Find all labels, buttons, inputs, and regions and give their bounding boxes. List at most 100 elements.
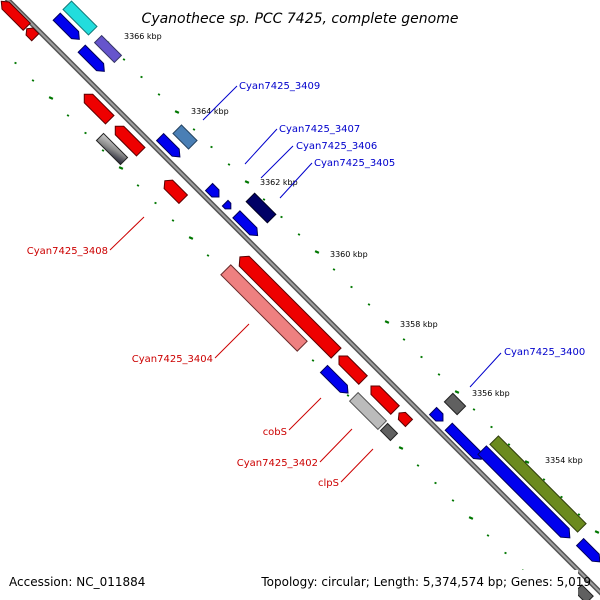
tick-mark (84, 131, 87, 135)
gene-feature[interactable] (335, 352, 368, 385)
gene-label[interactable]: Cyan7425_3409 (239, 81, 320, 92)
tick-mark (311, 359, 315, 362)
gene-feature[interactable] (319, 364, 351, 396)
gene-feature[interactable] (348, 391, 388, 431)
leader-line (244, 128, 278, 165)
tick-mark (468, 516, 474, 520)
tick-mark (398, 446, 404, 450)
gene-feature[interactable] (575, 537, 600, 566)
footer-backdrop (0, 570, 578, 600)
gene-label[interactable]: Cyan7425_3402 (237, 458, 318, 469)
gene-feature[interactable] (80, 90, 115, 125)
tick-label: 3364 kbp (191, 107, 229, 116)
gene-feature[interactable] (111, 122, 146, 157)
tick-mark (280, 215, 283, 219)
gene-feature[interactable] (367, 382, 400, 415)
gene-feature[interactable] (443, 392, 467, 416)
gene-label[interactable]: Cyan7425_3408 (27, 246, 108, 257)
tick-mark (210, 145, 213, 149)
tick-mark (244, 180, 250, 184)
tick-mark (402, 338, 406, 341)
tick-mark (594, 530, 600, 534)
tick-mark (472, 408, 476, 411)
leader-line (109, 216, 145, 251)
gene-feature[interactable] (428, 406, 447, 425)
leader-line (260, 145, 294, 179)
tick-mark (524, 460, 530, 464)
accession-text: Accession: NC_011884 (9, 575, 145, 589)
tick-mark (154, 201, 157, 205)
tick-label: 3360 kbp (330, 250, 368, 259)
gene-feature[interactable] (161, 177, 189, 205)
gene-feature[interactable] (221, 199, 233, 211)
tick-mark (367, 303, 371, 306)
gene-feature[interactable] (172, 124, 198, 150)
tick-mark (206, 254, 210, 257)
tick-mark (157, 93, 161, 96)
leader-line (279, 162, 313, 199)
gene-feature[interactable] (155, 132, 184, 161)
tick-mark (66, 114, 70, 117)
gene-label[interactable]: Cyan7425_3406 (296, 141, 377, 152)
gene-feature[interactable] (396, 410, 414, 428)
gene-feature[interactable] (204, 182, 223, 201)
gene-feature[interactable] (23, 25, 40, 42)
tick-mark (420, 355, 423, 359)
tick-mark (350, 285, 353, 289)
gene-label[interactable]: cobS (263, 427, 287, 438)
tick-mark (434, 481, 437, 485)
tick-mark (31, 79, 35, 82)
tick-mark (486, 534, 490, 537)
tick-mark (332, 268, 336, 271)
map-title: Cyanothece sp. PCC 7425, complete genome (142, 11, 459, 27)
tick-mark (542, 478, 546, 481)
tick-mark (227, 163, 231, 166)
tick-mark (101, 149, 105, 152)
gene-labels: Cyan7425_3409 Cyan7425_3407 Cyan7425_340… (27, 81, 586, 489)
tick-mark (346, 394, 350, 397)
tick-label: 3354 kbp (545, 456, 583, 465)
gene-feature[interactable] (77, 44, 108, 75)
gene-feature[interactable] (95, 132, 129, 166)
gene-feature[interactable] (232, 210, 261, 239)
gene-feature[interactable] (245, 192, 277, 224)
tick-mark (560, 495, 563, 499)
tick-label: 3366 kbp (124, 32, 162, 41)
tick-label: 3356 kbp (472, 389, 510, 398)
gene-feature[interactable] (0, 0, 31, 31)
gene-label[interactable]: Cyan7425_3405 (314, 158, 395, 169)
gene-feature[interactable] (52, 12, 83, 43)
tick-labels: 3366 kbp 3364 kbp 3362 kbp 3360 kbp 3358… (124, 32, 583, 465)
gene-feature[interactable] (220, 264, 308, 352)
leader-line (288, 397, 322, 431)
leader-line (319, 428, 353, 463)
gene-feature[interactable] (93, 34, 123, 64)
leader-line (340, 448, 374, 483)
gene-feature[interactable] (444, 422, 485, 463)
tick-mark (314, 250, 320, 254)
gene-label[interactable]: Cyan7425_3404 (132, 354, 213, 365)
gene-feature[interactable] (379, 422, 399, 442)
gene-label[interactable]: Cyan7425_3407 (279, 124, 360, 135)
genome-summary-text: Topology: circular; Length: 5,374,574 bp… (260, 575, 591, 589)
tick-mark (262, 198, 266, 201)
title-backdrop (140, 6, 460, 28)
gene-feature[interactable] (62, 0, 98, 36)
gene-label[interactable]: Cyan7425_3400 (504, 347, 585, 358)
gene-feature[interactable] (235, 252, 342, 359)
leader-line (214, 323, 250, 359)
tick-mark (451, 499, 455, 502)
tick-mark (384, 320, 390, 324)
gene-feature[interactable] (477, 445, 574, 542)
tick-mark (192, 128, 196, 131)
gene-feature[interactable] (489, 435, 587, 533)
tick-mark (174, 110, 180, 114)
gene-label[interactable]: clpS (318, 478, 339, 489)
tick-mark (171, 219, 175, 222)
tick-mark (437, 373, 441, 376)
